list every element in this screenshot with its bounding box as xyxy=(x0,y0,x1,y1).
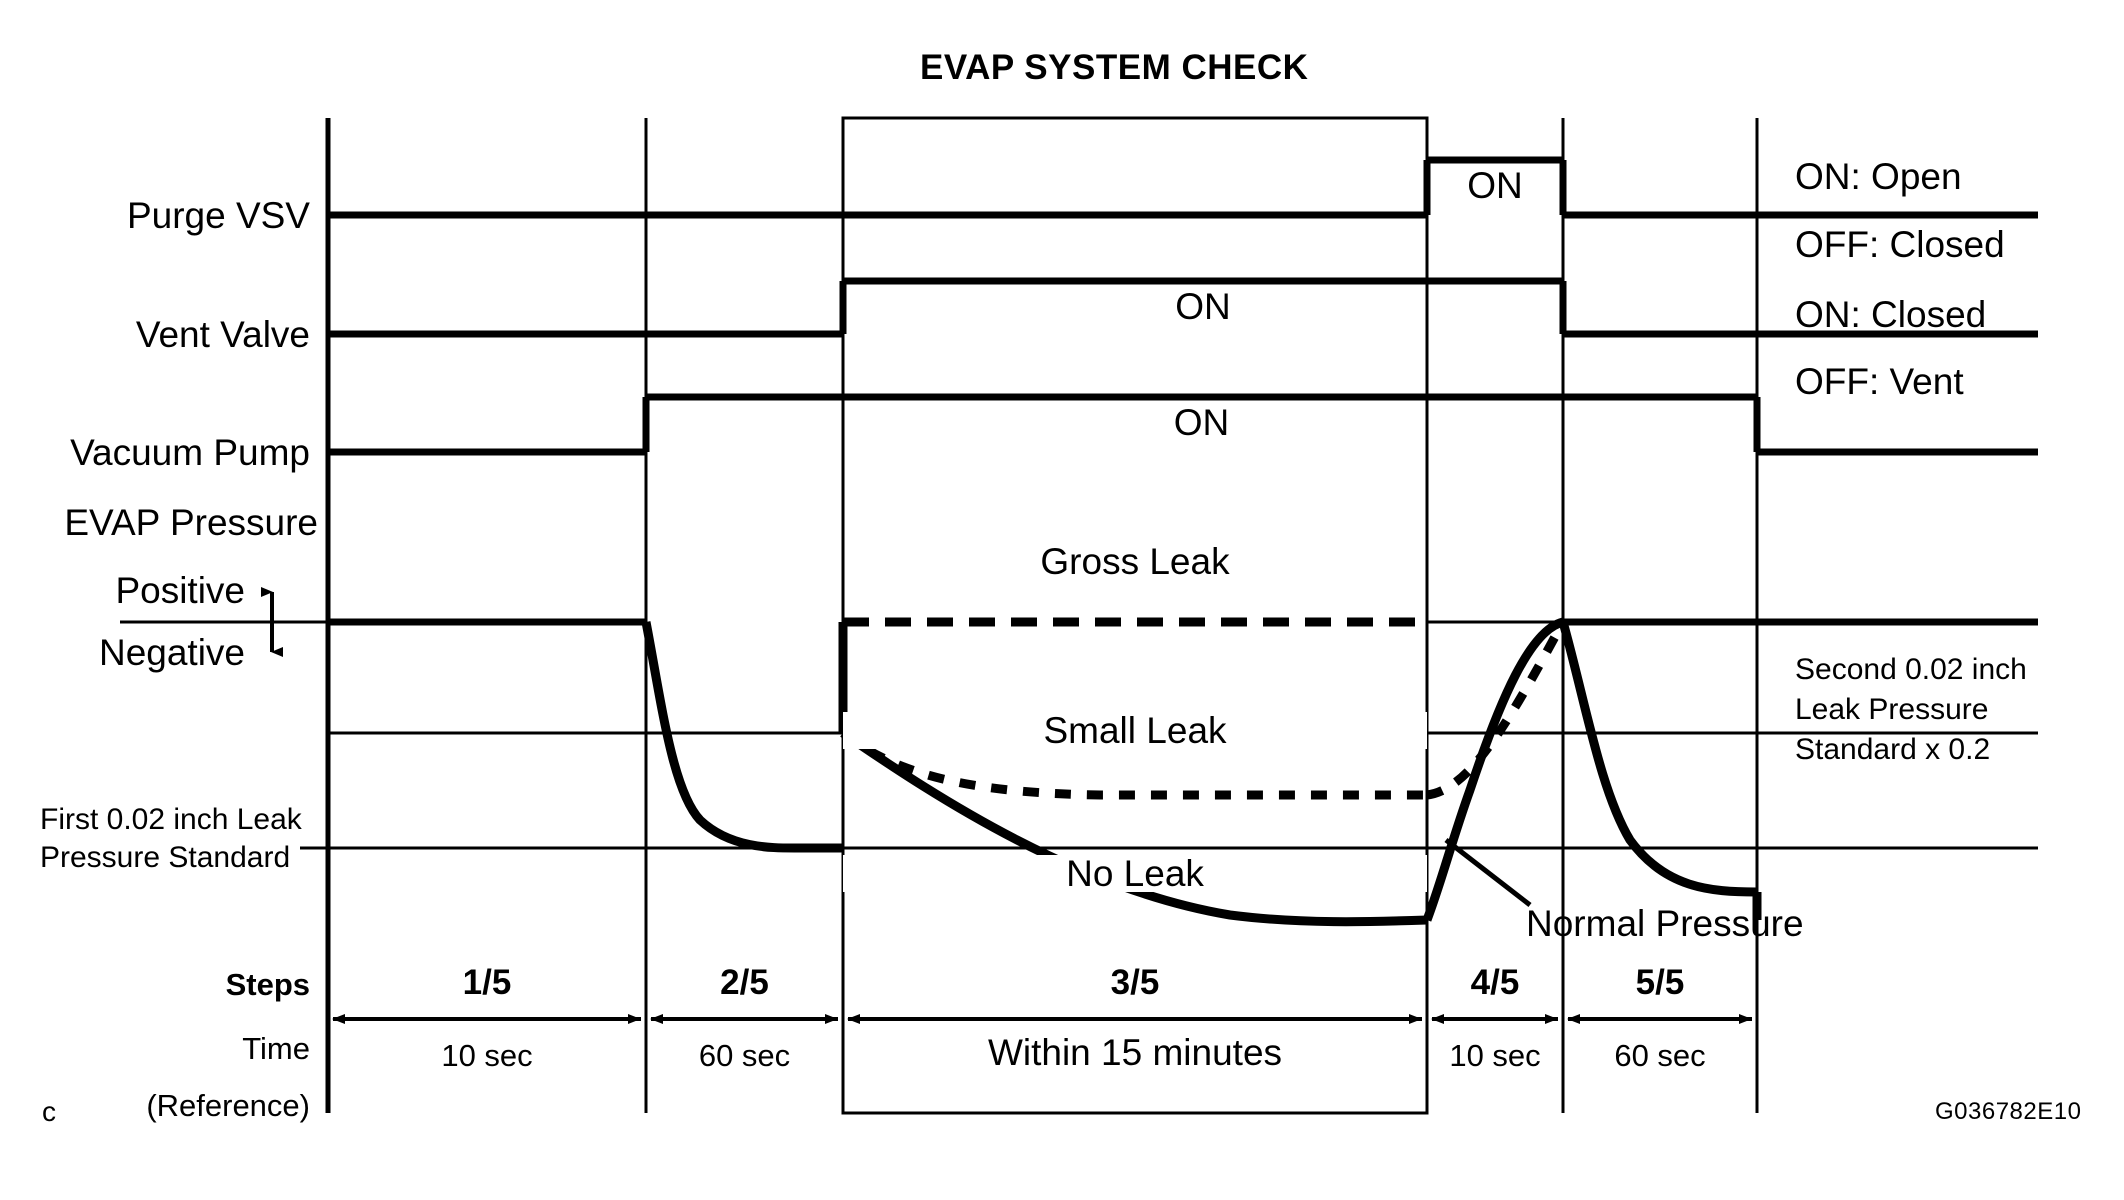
positive-negative-arrow xyxy=(120,587,328,657)
step-number-2: 2/5 xyxy=(720,963,769,1002)
step-time-2: 60 sec xyxy=(698,1038,791,1073)
steps-row-label: Steps xyxy=(225,967,310,1002)
vent-valve-on-label: ON xyxy=(1175,286,1231,327)
figure-code: G036782E10 xyxy=(1935,1098,2082,1125)
small-leak-label: Small Leak xyxy=(843,712,1427,749)
step-time-3: Within 15 minutes xyxy=(987,1032,1283,1073)
purge-vsv-on-label: ON xyxy=(1467,165,1523,206)
reference-row-label: (Reference) xyxy=(146,1088,310,1123)
corner-mark: c xyxy=(42,1096,56,1127)
normal-pressure-label: Normal Pressure xyxy=(1526,903,1804,944)
step-number-3: 3/5 xyxy=(1110,963,1160,1002)
no-leak-pressure-curve xyxy=(641,617,1762,927)
no-leak-label: No Leak xyxy=(843,855,1427,892)
second-leak-standard-line1: Second 0.02 inch xyxy=(1795,653,2027,686)
row-label-positive: Positive xyxy=(115,570,245,611)
legend-purge-off: OFF: Closed xyxy=(1795,224,2005,265)
first-leak-standard-line2: Pressure Standard xyxy=(40,841,291,874)
legend-vent-off: OFF: Vent xyxy=(1795,361,1964,402)
row-label-vent-valve: Vent Valve xyxy=(135,314,310,355)
page-title: EVAP SYSTEM CHECK xyxy=(920,48,1309,87)
normal-pressure-leader xyxy=(1444,838,1532,907)
step-number-5: 5/5 xyxy=(1635,963,1685,1002)
row-label-vacuum-pump: Vacuum Pump xyxy=(70,432,310,473)
step-divider-lines xyxy=(644,118,1759,1113)
legend-purge-on: ON: Open xyxy=(1795,156,1962,197)
vent-valve-waveform xyxy=(328,277,2038,338)
vacuum-pump-on-label: ON xyxy=(1173,402,1230,443)
row-label-evap-pressure: EVAP Pressure xyxy=(64,502,318,543)
step3-bounding-box xyxy=(841,116,1429,1115)
step-number-4: 4/5 xyxy=(1470,963,1520,1002)
row-label-purge-vsv: Purge VSV xyxy=(126,195,310,236)
step-number-1: 1/5 xyxy=(462,963,512,1002)
step-time-1: 10 sec xyxy=(441,1038,533,1073)
small-leak-curve xyxy=(838,619,1567,800)
time-row-label: Time xyxy=(242,1031,310,1066)
first-leak-standard-line1: First 0.02 inch Leak xyxy=(40,803,302,836)
row-label-negative: Negative xyxy=(98,632,245,673)
legend-vent-on: ON: Closed xyxy=(1795,294,1987,335)
gross-leak-label: Gross Leak xyxy=(1040,541,1230,582)
step-time-4: 10 sec xyxy=(1449,1038,1541,1073)
purge-vsv-waveform xyxy=(328,156,2038,219)
second-leak-standard-line2: Leak Pressure xyxy=(1795,693,1989,726)
second-leak-standard-line3: Standard x 0.2 xyxy=(1795,733,1991,766)
step-time-5: 60 sec xyxy=(1614,1038,1706,1073)
